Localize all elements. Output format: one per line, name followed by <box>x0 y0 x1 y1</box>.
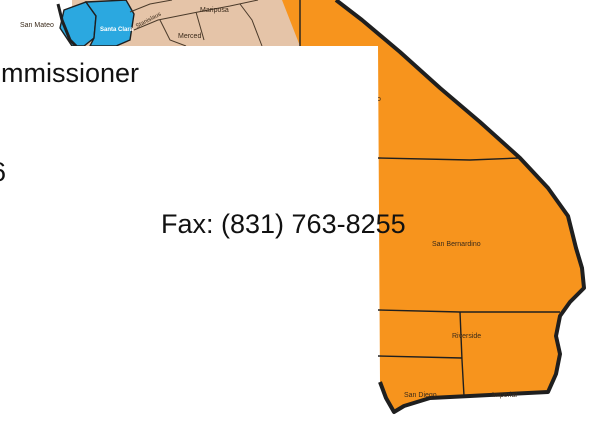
san-mateo-label: San Mateo <box>20 22 54 29</box>
contact-info-panel: ommissioner 6 Fax: (831) 763-8255 <box>0 46 406 437</box>
mariposa-label: Mariposa <box>200 7 229 14</box>
merced-label: Merced <box>178 33 201 40</box>
county-border <box>129 0 263 47</box>
county-border <box>299 0 560 397</box>
fax-number-text: Fax: (831) 763-8255 <box>161 209 406 239</box>
santa-clara-label: Santa Clara <box>100 27 134 33</box>
southern-region <box>282 0 584 412</box>
coastline <box>56 3 78 48</box>
state-border <box>334 0 586 414</box>
phone-partial-text: 6 <box>0 157 6 188</box>
san-diego-label: San Diego <box>404 392 437 399</box>
imperial-label: Imperial <box>492 392 517 399</box>
riverside-label: Riverside <box>452 333 481 340</box>
san-bernardino-label: San Bernardino <box>432 241 481 248</box>
county-label-partial: o <box>377 96 381 103</box>
commissioner-title-text: ommissioner <box>0 58 140 88</box>
